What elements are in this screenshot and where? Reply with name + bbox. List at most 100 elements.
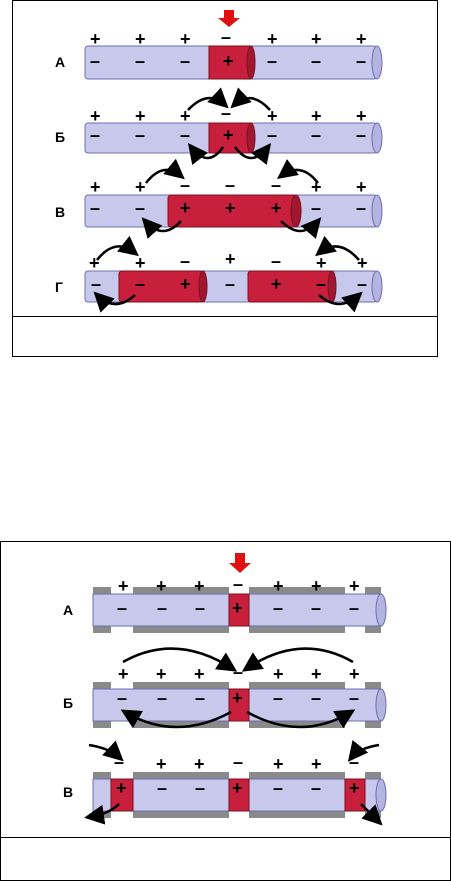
svg-text:+: + xyxy=(271,198,282,218)
svg-text:–: – xyxy=(157,598,167,618)
svg-text:–: – xyxy=(180,125,190,145)
svg-text:–: – xyxy=(357,274,367,294)
myelin-row-label-a: А xyxy=(63,602,73,618)
svg-text:+: + xyxy=(135,177,146,197)
svg-text:–: – xyxy=(135,51,145,71)
svg-text:+: + xyxy=(180,29,191,49)
svg-text:+: + xyxy=(89,253,100,273)
svg-text:–: – xyxy=(356,125,366,145)
svg-text:–: – xyxy=(135,125,145,145)
svg-text:+: + xyxy=(135,106,146,126)
svg-text:–: – xyxy=(311,125,321,145)
svg-text:+: + xyxy=(357,253,368,273)
svg-text:–: – xyxy=(90,125,100,145)
svg-text:–: – xyxy=(356,198,366,218)
svg-text:–: – xyxy=(180,51,190,71)
svg-text:+: + xyxy=(311,576,322,596)
svg-text:–: – xyxy=(311,778,321,798)
svg-text:–: – xyxy=(271,175,281,195)
svg-text:–: – xyxy=(90,198,100,218)
svg-text:–: – xyxy=(316,274,326,294)
svg-text:–: – xyxy=(349,752,359,772)
myelin-row-label-v: В xyxy=(63,784,73,800)
row-g: Г ++ –+– ++ –– +–+ –– xyxy=(55,235,383,313)
node-depolarized-v-center xyxy=(228,778,250,812)
svg-text:–: – xyxy=(311,688,321,708)
svg-text:+: + xyxy=(273,576,284,596)
svg-text:–: – xyxy=(311,51,321,71)
svg-text:+: + xyxy=(232,688,243,708)
svg-text:+: + xyxy=(90,177,101,197)
myelin-row-label-b: Б xyxy=(63,695,73,711)
svg-text:+: + xyxy=(225,198,236,218)
svg-text:–: – xyxy=(90,51,100,71)
svg-text:+: + xyxy=(273,664,284,684)
svg-text:+: + xyxy=(135,253,146,273)
svg-text:–: – xyxy=(356,51,366,71)
row-label-g: Г xyxy=(55,279,63,295)
svg-text:+: + xyxy=(90,106,101,126)
svg-text:–: – xyxy=(267,51,277,71)
svg-text:–: – xyxy=(221,27,231,47)
myelin-row-a: А +++ – +++ ––– + ––– xyxy=(63,574,387,633)
svg-text:–: – xyxy=(267,125,277,145)
svg-text:+: + xyxy=(311,754,322,774)
svg-text:+: + xyxy=(311,29,322,49)
svg-text:+: + xyxy=(267,29,278,49)
svg-text:+: + xyxy=(356,29,367,49)
svg-text:–: – xyxy=(233,662,243,682)
myelinated-axon-diagram: А + + + – + + + – – – + – – – Б xyxy=(63,553,387,826)
svg-text:–: – xyxy=(157,688,167,708)
figure-unmyelinated-axon: А +++ – +++ ––– + ––– Б xyxy=(12,0,438,357)
svg-text:–: – xyxy=(180,175,190,195)
svg-text:+: + xyxy=(156,754,167,774)
svg-text:–: – xyxy=(180,251,190,271)
svg-text:–: – xyxy=(91,274,101,294)
svg-text:+: + xyxy=(156,576,167,596)
stimulus-arrow-2 xyxy=(229,553,251,573)
svg-text:+: + xyxy=(223,51,234,71)
svg-text:–: – xyxy=(135,198,145,218)
svg-text:+: + xyxy=(232,778,243,798)
svg-text:–: – xyxy=(273,598,283,618)
svg-text:+: + xyxy=(194,754,205,774)
svg-text:+: + xyxy=(194,664,205,684)
svg-text:–: – xyxy=(233,752,243,772)
svg-text:–: – xyxy=(117,598,127,618)
svg-text:+: + xyxy=(349,576,360,596)
svg-text:–: – xyxy=(233,574,243,594)
row-b: Б +++ – +++ ––– + ––– xyxy=(55,87,383,165)
svg-text:+: + xyxy=(156,664,167,684)
row-a: А +++ – +++ ––– + ––– xyxy=(55,27,383,80)
svg-text:–: – xyxy=(311,598,321,618)
svg-text:+: + xyxy=(194,576,205,596)
figure1-caption xyxy=(13,316,437,356)
svg-text:+: + xyxy=(116,778,127,798)
svg-text:+: + xyxy=(316,253,327,273)
svg-text:+: + xyxy=(311,106,322,126)
svg-text:–: – xyxy=(225,175,235,195)
svg-text:+: + xyxy=(356,106,367,126)
svg-text:–: – xyxy=(271,251,281,271)
row-v: В ++ ––– ++ –– +++ –– xyxy=(55,158,383,239)
myelin-row-b: Б +++ – +++ ––– + ––– xyxy=(63,647,387,729)
node-depolarized-v-right xyxy=(344,778,366,812)
node-depolarized-b xyxy=(228,688,250,722)
svg-text:–: – xyxy=(195,778,205,798)
svg-text:+: + xyxy=(180,106,191,126)
svg-text:+: + xyxy=(180,198,191,218)
svg-text:+: + xyxy=(267,106,278,126)
unmyelinated-axon-diagram: А +++ – +++ ––– + ––– Б xyxy=(55,10,383,313)
svg-text:+: + xyxy=(118,576,129,596)
node-depolarized-a xyxy=(228,593,250,627)
row-label-v: В xyxy=(55,204,65,220)
myelin-row-v: В –++ – ++– +–– + ––+ xyxy=(63,740,387,826)
svg-text:–: – xyxy=(135,274,145,294)
depolarized-zone-a xyxy=(208,45,252,80)
svg-text:+: + xyxy=(223,125,234,145)
svg-text:+: + xyxy=(356,177,367,197)
row-label-a: А xyxy=(55,54,65,70)
svg-text:–: – xyxy=(114,752,124,772)
svg-text:–: – xyxy=(225,274,235,294)
svg-text:+: + xyxy=(311,177,322,197)
